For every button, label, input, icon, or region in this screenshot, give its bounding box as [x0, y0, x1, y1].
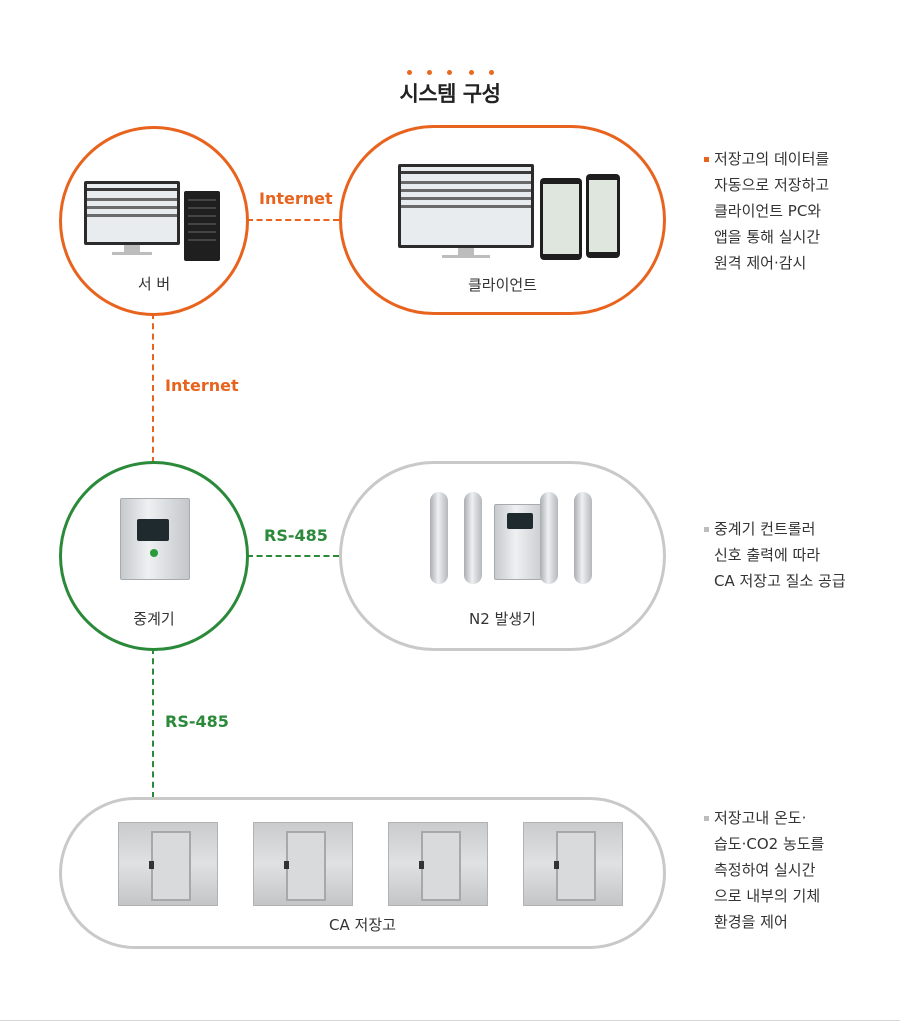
- n2-generator-label: N2 발생기: [469, 610, 536, 628]
- client-phone-image: [586, 174, 620, 258]
- client-label: 클라이언트: [467, 276, 537, 294]
- relay-label: 중계기: [133, 610, 175, 628]
- description-top-line: 클라이언트 PC와: [714, 202, 822, 220]
- server-monitor-image: [84, 181, 180, 245]
- page-title: 시스템 구성: [399, 82, 501, 106]
- client-node: 클라이언트: [339, 125, 666, 315]
- server-label: 서 버: [137, 275, 171, 293]
- n2-tank-3: [540, 492, 558, 584]
- n2-generator-node: N2 발생기: [339, 461, 666, 651]
- description-bottom-line: 저장고내 온도·: [714, 809, 807, 827]
- description-middle-line: CA 저장고 질소 공급: [714, 572, 846, 590]
- storage-unit-1: [118, 822, 218, 906]
- bullet-middle: [704, 527, 709, 532]
- relay-node: 중계기: [59, 461, 249, 651]
- description-middle-line: 중계기 컨트롤러: [714, 520, 816, 538]
- description-bottom-line: 으로 내부의 기체: [714, 887, 821, 905]
- n2-tank-1: [430, 492, 448, 584]
- relay-n2-connector: [247, 555, 339, 557]
- storage-unit-3: [388, 822, 488, 906]
- server-tower-image: [184, 191, 220, 261]
- server-node: 서 버: [59, 126, 249, 316]
- server-relay-connector: [152, 313, 154, 463]
- n2-tank-2: [464, 492, 482, 584]
- bottom-divider: [0, 1020, 900, 1021]
- ca-storage-label: CA 저장고: [329, 916, 396, 934]
- relay-storage-link-label: RS-485: [165, 712, 229, 731]
- n2-control-cabinet-image: [494, 504, 548, 580]
- description-bottom: 저장고내 온도· 습도·CO2 농도를 측정하여 실시간 으로 내부의 기체 환…: [704, 805, 824, 935]
- description-top-line: 자동으로 저장하고: [714, 176, 830, 194]
- server-client-link-label: Internet: [259, 189, 333, 208]
- relay-n2-link-label: RS-485: [264, 526, 328, 545]
- client-monitor-image: [398, 164, 534, 248]
- description-bottom-line: 습도·CO2 농도를: [714, 835, 825, 853]
- relay-cabinet-image: [120, 498, 190, 580]
- description-top: 저장고의 데이터를 자동으로 저장하고 클라이언트 PC와 앱을 통해 실시간 …: [704, 146, 829, 276]
- n2-tank-4: [574, 492, 592, 584]
- description-middle-line: 신호 출력에 따라: [714, 546, 821, 564]
- description-top-line: 앱을 통해 실시간: [714, 228, 821, 246]
- ca-storage-node: CA 저장고: [59, 797, 666, 949]
- server-relay-link-label: Internet: [165, 376, 239, 395]
- storage-unit-2: [253, 822, 353, 906]
- relay-storage-connector: [152, 648, 154, 798]
- bullet-bottom: [704, 816, 709, 821]
- description-bottom-line: 환경을 제어: [714, 913, 788, 931]
- title-emphasis-dots: [405, 70, 495, 78]
- bullet-top: [704, 157, 709, 162]
- description-bottom-line: 측정하여 실시간: [714, 861, 816, 879]
- client-tablet-image: [540, 178, 582, 260]
- description-middle: 중계기 컨트롤러 신호 출력에 따라 CA 저장고 질소 공급: [704, 516, 846, 594]
- storage-unit-4: [523, 822, 623, 906]
- description-top-line: 원격 제어·감시: [714, 254, 807, 272]
- description-top-line: 저장고의 데이터를: [714, 150, 830, 168]
- server-client-connector: [247, 219, 339, 221]
